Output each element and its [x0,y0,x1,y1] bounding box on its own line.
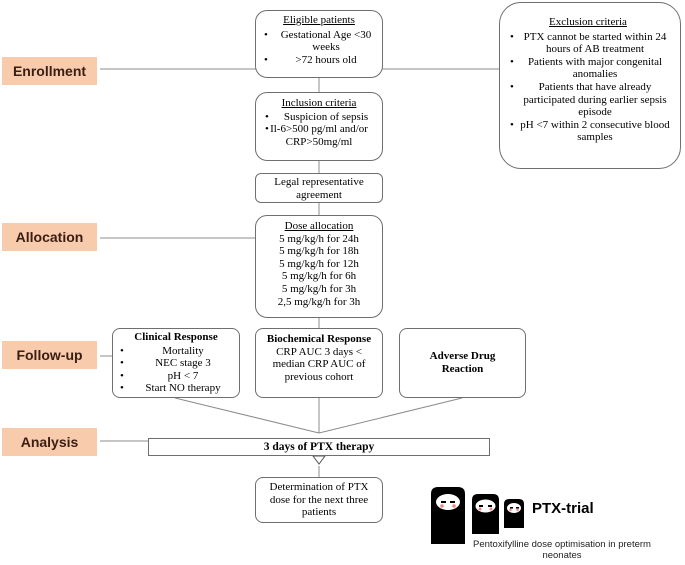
dose-line: 2,5 mg/kg/h for 3h [277,295,361,308]
stage-analysis: Analysis [2,428,97,456]
connector-clinical-merge [174,397,320,434]
dose-allocation-box: Dose allocation 5 mg/kg/h for 24h 5 mg/k… [255,215,383,318]
exclusion-item: pH <7 within 2 consecutive blood samples [506,119,670,144]
therapy-bar: 3 days of PTX therapy [148,438,490,456]
stage-followup: Follow-up [2,341,97,369]
dose-line: 5 mg/kg/h for 18h [279,245,359,258]
clinical-item: NEC stage 3 [116,357,236,370]
dose-line: 5 mg/kg/h for 6h [281,270,357,283]
ptx-trial-logo-icon [431,487,524,544]
eligible-patients-box: Eligible patients Gestational Age <30 we… [255,10,383,78]
exclusion-title: Exclusion criteria [549,16,627,28]
down-arrow-icon [312,455,326,465]
connector-adverse-merge [318,397,463,434]
adverse-title: Adverse Drug Reaction [429,350,496,375]
exclusion-item: PTX cannot be started within 24 hours of… [506,31,670,56]
dose-title: Dose allocation [284,220,354,232]
eligible-title: Eligible patients [283,14,355,26]
determination-box: Determination of PTX dose for the next t… [255,477,383,523]
clinical-item: Mortality [116,345,236,358]
exclusion-item: Patients that have already participated … [506,81,670,119]
logo-title: PTX-trial [532,500,594,517]
inclusion-item: Suspicion of sepsis [261,111,377,124]
biochemical-text: CRP AUC 3 days < median CRP AUC of previ… [272,345,366,383]
dose-line: 5 mg/kg/h for 24h [279,232,359,245]
legal-agreement-box: Legal representative agreement [255,173,383,203]
logo-subtitle: Pentoxifylline dose optimisation in pret… [473,539,651,561]
eligible-item: Gestational Age <30 weeks [260,29,378,54]
adverse-reaction-box: Adverse Drug Reaction [399,328,526,398]
biochemical-title: Biochemical Response [266,333,372,345]
clinical-item: pH < 7 [116,370,236,383]
determination-text: Determination of PTX dose for the next t… [269,481,369,519]
exclusion-item: Patients with major congenital anomalies [506,56,670,81]
biochemical-response-box: Biochemical Response CRP AUC 3 days < me… [255,328,383,398]
eligible-item: >72 hours old [260,54,378,67]
inclusion-item: Il-6>500 pg/ml and/or CRP>50mg/ml [261,123,377,148]
stage-allocation: Allocation [2,223,97,251]
exclusion-criteria-box: Exclusion criteria PTX cannot be started… [499,2,681,169]
dose-line: 5 mg/kg/h for 3h [281,282,357,295]
stage-enrollment: Enrollment [2,57,97,85]
dose-line: 5 mg/kg/h for 12h [279,257,359,270]
inclusion-item-text: Il-6>500 pg/ml and/or CRP>50mg/ml [270,123,368,148]
clinical-item: Start NO therapy [116,382,236,395]
therapy-text: 3 days of PTX therapy [263,441,375,453]
inclusion-title: Inclusion criteria [281,97,357,109]
clinical-title: Clinical Response [134,331,218,343]
inclusion-criteria-box: Inclusion criteria Suspicion of sepsis I… [255,92,383,161]
legal-agreement-text: Legal representative agreement [274,176,364,201]
clinical-response-box: Clinical Response Mortality NEC stage 3 … [112,328,240,398]
